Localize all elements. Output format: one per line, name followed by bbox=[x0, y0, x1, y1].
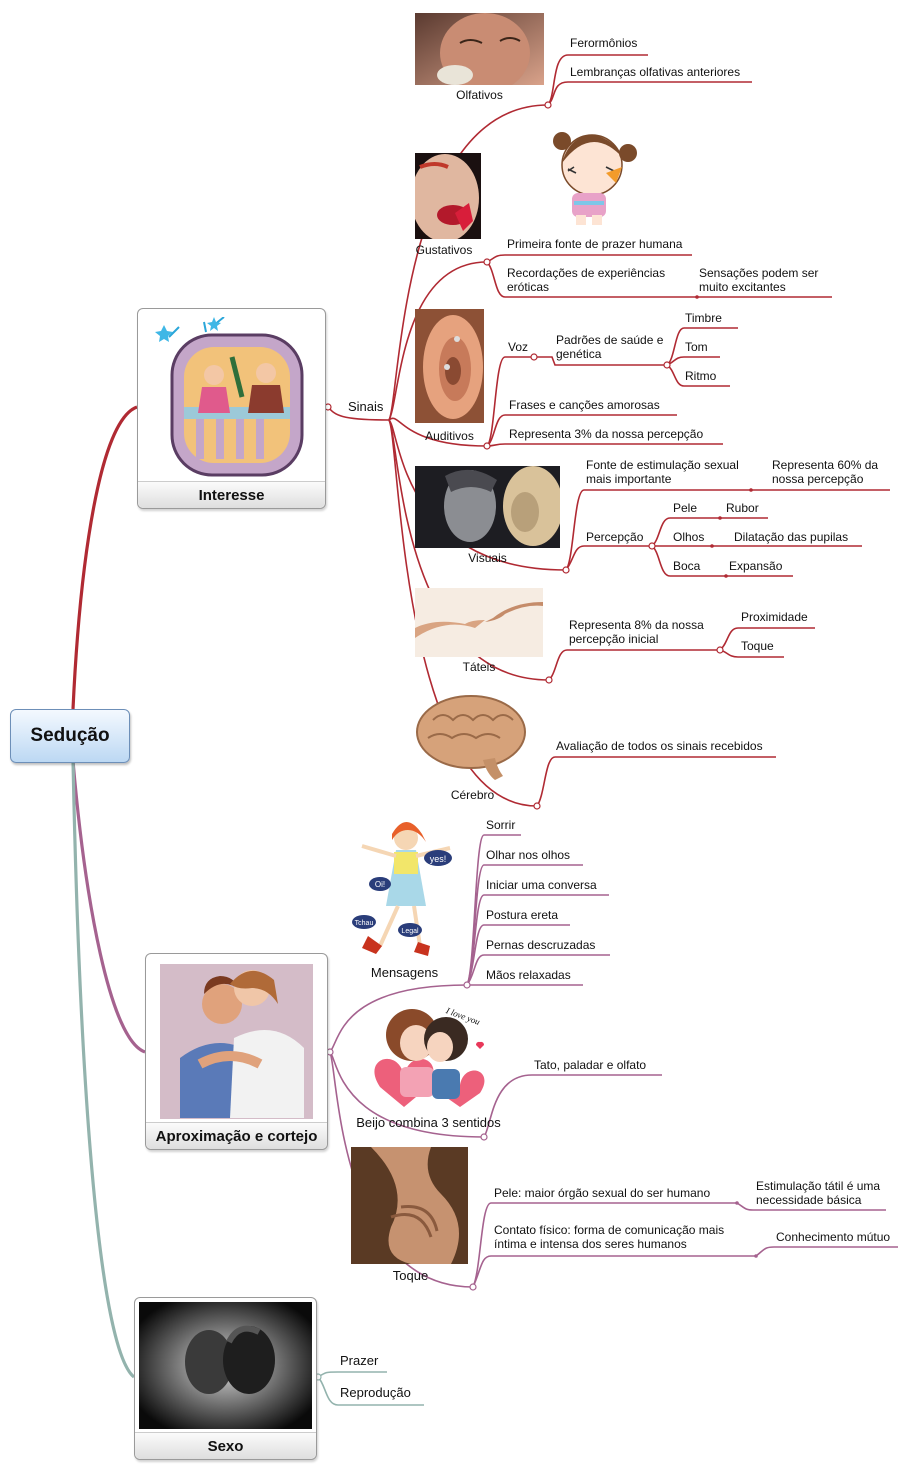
tateis-caption: Táteis bbox=[462, 660, 496, 674]
visuais-percepcao[interactable]: Percepção bbox=[586, 530, 644, 544]
clipart-word-tchau: Tchau bbox=[355, 920, 374, 927]
topic-sexo[interactable]: Sexo bbox=[134, 1297, 317, 1460]
toque-contato-sub[interactable]: Conhecimento mútuo bbox=[776, 1230, 891, 1244]
gustativos-item-2[interactable]: Recordações de experiências eróticas bbox=[507, 266, 666, 294]
olfativos-item-1[interactable]: Ferormônios bbox=[570, 36, 638, 50]
branch-line-sexo bbox=[71, 760, 136, 1379]
topic-interesse-label: Interesse bbox=[138, 481, 325, 508]
auditivos-ritmo[interactable]: Ritmo bbox=[685, 369, 717, 383]
auditivos-timbre[interactable]: Timbre bbox=[685, 311, 722, 325]
visuais-boca[interactable]: Boca bbox=[673, 559, 701, 573]
visuais-expansao[interactable]: Expansão bbox=[729, 559, 783, 573]
toque-photo bbox=[351, 1147, 468, 1264]
visuais-photo bbox=[415, 466, 560, 548]
cerebro-brain-image bbox=[413, 690, 528, 784]
toque-pele-sub[interactable]: Estimulação tátil é uma necessidade bási… bbox=[756, 1179, 881, 1207]
beijo-main[interactable]: Tato, paladar e olfato bbox=[534, 1058, 647, 1072]
branch-line-aproximacao bbox=[71, 760, 146, 1054]
auditivos-voz[interactable]: Voz bbox=[508, 340, 529, 354]
cerebro-main[interactable]: Avaliação de todos os sinais recebidos bbox=[556, 739, 763, 753]
tateis-photo bbox=[415, 588, 543, 657]
visuais-fonte[interactable]: Fonte de estimulação sexual mais importa… bbox=[586, 458, 739, 486]
topic-interesse[interactable]: Interesse bbox=[137, 308, 326, 509]
tateis-proximidade[interactable]: Proximidade bbox=[741, 610, 808, 624]
visuais-fonte-sub[interactable]: Representa 60% da nossa percepção bbox=[772, 458, 879, 486]
visuais-olhos[interactable]: Olhos bbox=[673, 530, 705, 544]
visuais-dilatacao[interactable]: Dilatação das pupilas bbox=[734, 530, 849, 544]
visuais-caption: Visuais bbox=[468, 551, 507, 565]
sexo-item-prazer[interactable]: Prazer bbox=[340, 1353, 379, 1368]
mensagens-clipart: yes! Oi! Tchau Legal bbox=[350, 816, 462, 962]
topic-aproximacao-label: Aproximação e cortejo bbox=[146, 1122, 327, 1149]
sexo-photo bbox=[139, 1302, 312, 1429]
gustativos-sub-item[interactable]: Sensações podem ser muito excitantes bbox=[699, 266, 819, 294]
mensagens-item-olhar[interactable]: Olhar nos olhos bbox=[486, 848, 571, 862]
toque-contato[interactable]: Contato físico: forma de comunicação mai… bbox=[494, 1223, 725, 1251]
gustativos-caption: Gustativos bbox=[415, 243, 473, 257]
auditivos-photo bbox=[415, 309, 484, 423]
beijo-sticker: I love you bbox=[370, 997, 495, 1107]
mensagens-item-postura[interactable]: Postura ereta bbox=[486, 908, 559, 922]
olfativos-caption: Olfativos bbox=[456, 88, 503, 102]
visuais-pele[interactable]: Pele bbox=[673, 501, 698, 515]
mensagens-item-maos[interactable]: Mãos relaxadas bbox=[486, 968, 571, 982]
auditivos-tom[interactable]: Tom bbox=[685, 340, 708, 354]
beijo-caption: Beijo combina 3 sentidos bbox=[356, 1115, 501, 1130]
toque-pele[interactable]: Pele: maior órgão sexual do ser humano bbox=[494, 1186, 711, 1200]
tateis-toque[interactable]: Toque bbox=[741, 639, 774, 653]
auditivos-padroes[interactable]: Padrões de saúde e genética bbox=[556, 333, 664, 361]
sinais-label[interactable]: Sinais bbox=[348, 399, 384, 414]
tateis-main[interactable]: Representa 8% da nossa percepção inicial bbox=[569, 618, 704, 646]
interesse-clipart bbox=[144, 317, 319, 481]
topic-sexo-label: Sexo bbox=[135, 1432, 316, 1459]
mensagens-caption: Mensagens bbox=[370, 965, 439, 980]
branch-line-interesse bbox=[71, 405, 138, 710]
mensagens-item-pernas[interactable]: Pernas descruzadas bbox=[486, 938, 596, 952]
auditivos-item-frases[interactable]: Frases e canções amorosas bbox=[509, 398, 660, 412]
clipart-word-yes: yes! bbox=[430, 854, 447, 864]
mensagens-item-conversa[interactable]: Iniciar uma conversa bbox=[486, 878, 597, 892]
gustativos-photo bbox=[415, 153, 481, 239]
root-label: Sedução bbox=[30, 725, 110, 746]
clipart-word-legal: Legal bbox=[401, 928, 419, 935]
auditivos-caption: Auditivos bbox=[425, 429, 474, 443]
olfativos-photo bbox=[415, 13, 544, 85]
cerebro-caption: Cérebro bbox=[450, 788, 495, 802]
clipart-word-oi: Oi! bbox=[375, 880, 385, 889]
auditivos-item-percepcao[interactable]: Representa 3% da nossa percepção bbox=[509, 427, 704, 441]
gustativos-girl-sticker bbox=[548, 123, 644, 228]
gustativos-item-1[interactable]: Primeira fonte de prazer humana bbox=[507, 237, 683, 251]
mensagens-item-sorrir[interactable]: Sorrir bbox=[486, 818, 516, 832]
sexo-item-reproducao[interactable]: Reprodução bbox=[340, 1385, 411, 1400]
root-topic[interactable]: Sedução bbox=[10, 709, 130, 763]
topic-aproximacao[interactable]: Aproximação e cortejo bbox=[145, 953, 328, 1150]
visuais-rubor[interactable]: Rubor bbox=[726, 501, 759, 515]
olfativos-item-2[interactable]: Lembranças olfativas anteriores bbox=[570, 65, 741, 79]
toque-caption: Toque bbox=[392, 1268, 429, 1283]
aproximacao-clipart bbox=[160, 964, 313, 1119]
